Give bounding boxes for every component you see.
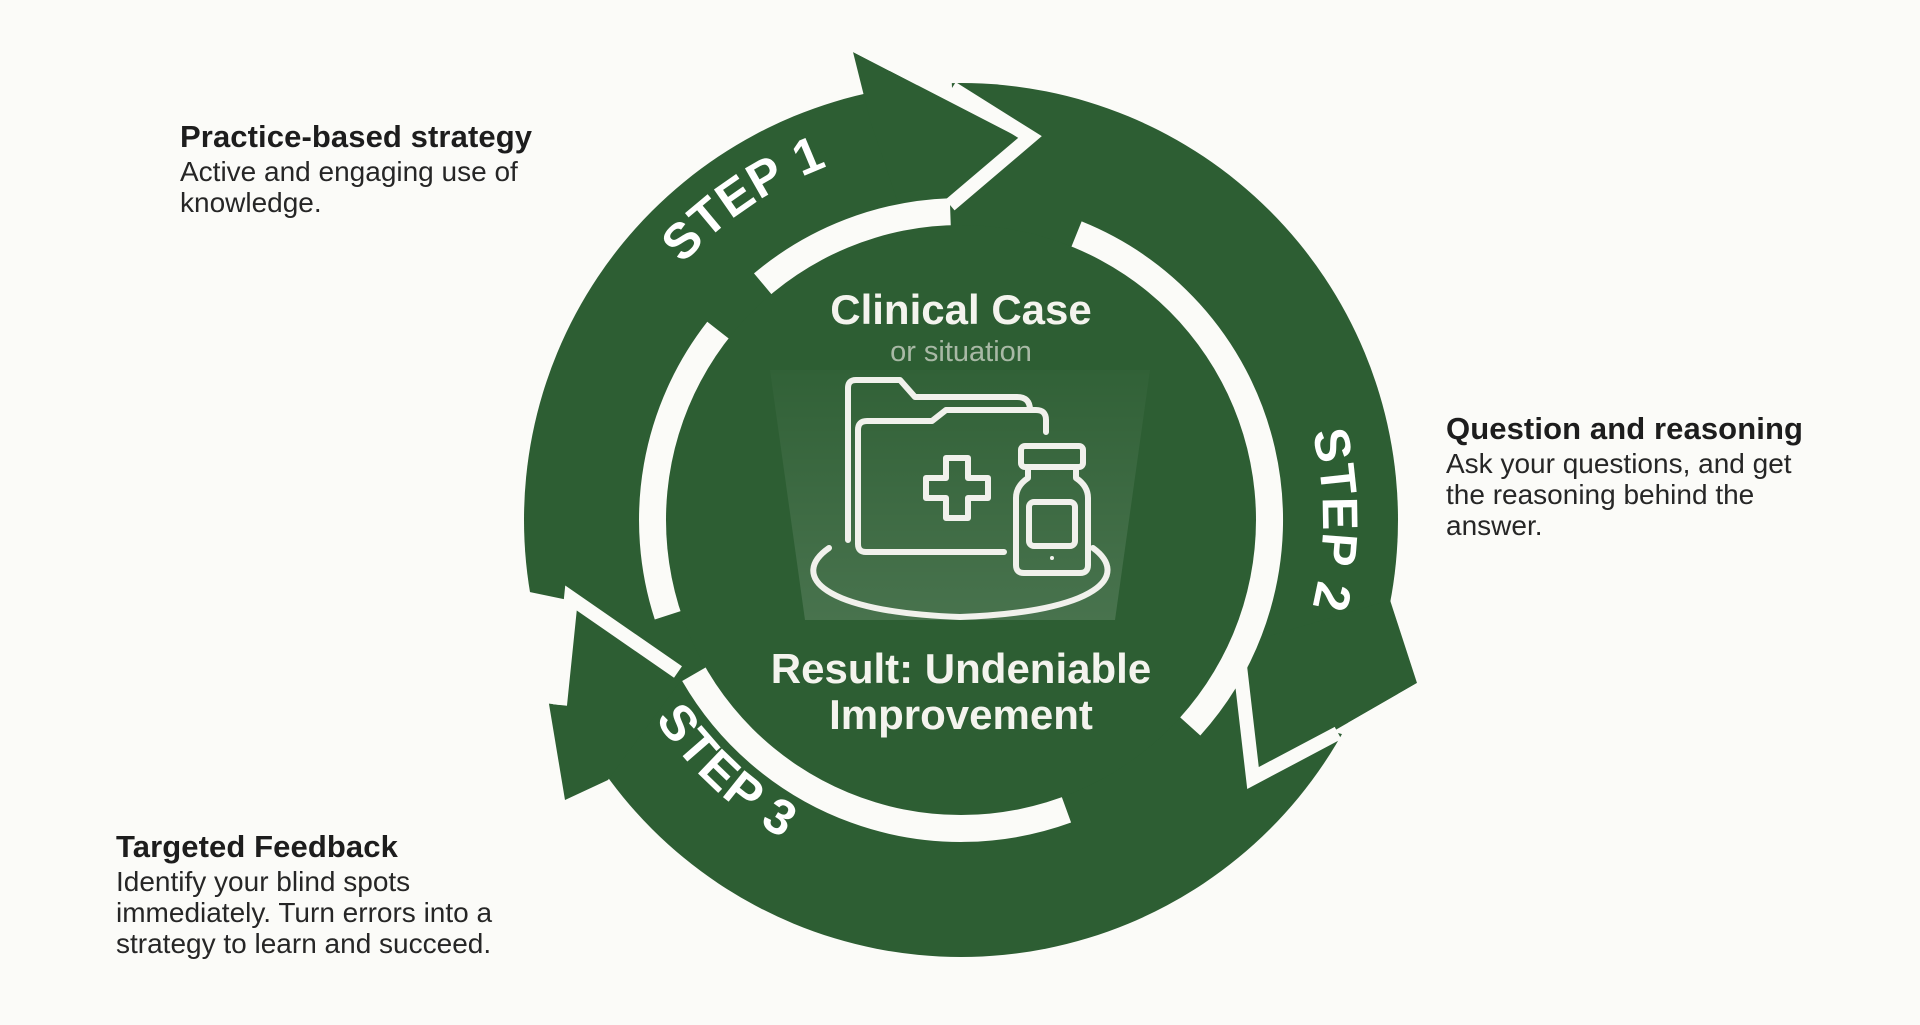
pill-bottle-cap bbox=[1018, 443, 1086, 470]
step-3-description-line: Identify your blind spots bbox=[116, 866, 411, 897]
pill-bottle-body bbox=[1013, 464, 1091, 576]
step-1-note: Practice-based strategy Active and engag… bbox=[180, 118, 620, 218]
center-title: Clinical Case bbox=[830, 286, 1091, 333]
step-1-arrowhead bbox=[853, 52, 1016, 232]
separator-3-1 bbox=[553, 585, 682, 706]
plus-cross-icon bbox=[923, 455, 991, 521]
result-line-1: Result: Undeniable bbox=[771, 645, 1151, 692]
step-1-heading: Practice-based strategy bbox=[180, 119, 533, 154]
center-subtitle: or situation bbox=[890, 336, 1032, 368]
step-2-description-line: Ask your questions, and get bbox=[1446, 448, 1792, 479]
step-2-heading: Question and reasoning bbox=[1446, 411, 1804, 446]
back-folder bbox=[845, 377, 1033, 543]
notch-bg-1 bbox=[840, 40, 1030, 137]
step-2-arrowhead bbox=[1236, 600, 1417, 778]
gap-arc-step1 bbox=[754, 198, 951, 295]
step-2-description-line: the reasoning behind the bbox=[1446, 479, 1755, 510]
step-2-note: Question and reasoning Ask your question… bbox=[1446, 410, 1886, 541]
platform-ellipse bbox=[810, 545, 1111, 620]
step-3-description-line: strategy to learn and succeed. bbox=[116, 928, 492, 959]
spotlight bbox=[770, 370, 1150, 620]
step-3-description-line: immediately. Turn errors into a bbox=[116, 897, 493, 928]
pill-bottle-dot bbox=[1050, 556, 1054, 560]
step-1-description-line: knowledge. bbox=[180, 187, 322, 218]
step-2-label: STEP 2 bbox=[1302, 423, 1369, 617]
step-2-description-line: answer. bbox=[1446, 510, 1543, 541]
gap-arc-left bbox=[639, 321, 730, 620]
notch-bg-3 bbox=[520, 590, 568, 705]
notch-bg-2 bbox=[1252, 683, 1460, 778]
step-3-note: Targeted Feedback Identify your blind sp… bbox=[116, 828, 576, 959]
front-folder bbox=[855, 407, 1049, 555]
gap-arc-step3 bbox=[682, 666, 1072, 842]
inner-gap-arcs bbox=[639, 198, 1283, 842]
step-1-description-line: Active and engaging use of bbox=[180, 156, 518, 187]
medical-folder-icon bbox=[810, 377, 1111, 620]
step-3-heading: Targeted Feedback bbox=[116, 829, 398, 864]
separator-2-3 bbox=[1230, 639, 1342, 789]
pill-bottle-label bbox=[1026, 499, 1078, 549]
result-line-2: Improvement bbox=[829, 691, 1093, 738]
gap-arc-step2 bbox=[1071, 221, 1283, 736]
